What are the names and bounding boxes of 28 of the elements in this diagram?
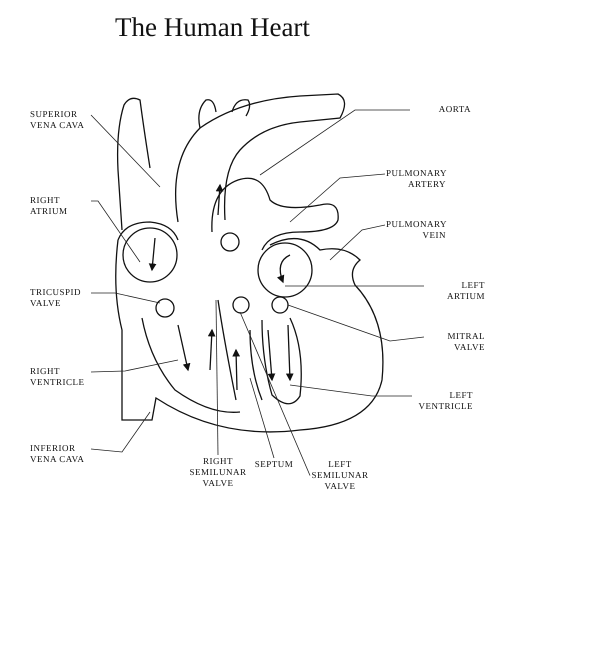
leader-line bbox=[290, 174, 386, 222]
part-label: LEFT ARTIUM bbox=[425, 280, 485, 302]
part-label: RIGHT SEMILUNAR VALVE bbox=[189, 456, 247, 489]
part-label: LEFT SEMILUNAR VALVE bbox=[311, 459, 369, 492]
leader-line bbox=[330, 224, 386, 260]
part-label: LEFT VENTRICLE bbox=[413, 390, 473, 412]
part-label: INFERIOR VENA CAVA bbox=[30, 443, 90, 465]
part-label: TRICUSPID VALVE bbox=[30, 287, 90, 309]
leader-line bbox=[90, 412, 150, 452]
leader-line bbox=[288, 304, 424, 342]
part-label: SUPERIOR VENA CAVA bbox=[30, 109, 90, 131]
leader-line bbox=[216, 300, 218, 456]
leader-line bbox=[260, 110, 410, 176]
leader-line bbox=[250, 378, 274, 458]
leader-line bbox=[90, 292, 160, 304]
part-label: RIGHT VENTRICLE bbox=[30, 366, 90, 388]
part-label: RIGHT ATRIUM bbox=[30, 195, 90, 217]
leader-line bbox=[90, 200, 140, 262]
part-label: MITRAL VALVE bbox=[425, 331, 485, 353]
part-label: PULMONARY ARTERY bbox=[386, 168, 446, 190]
title: The Human Heart bbox=[115, 12, 310, 43]
part-label: SEPTUM bbox=[245, 459, 303, 470]
leader-line bbox=[290, 384, 412, 396]
part-label: AORTA bbox=[411, 104, 471, 115]
part-label: PULMONARY VEIN bbox=[386, 219, 446, 241]
leader-line bbox=[90, 114, 160, 188]
leader-line bbox=[90, 360, 178, 372]
leader-line bbox=[240, 312, 310, 476]
